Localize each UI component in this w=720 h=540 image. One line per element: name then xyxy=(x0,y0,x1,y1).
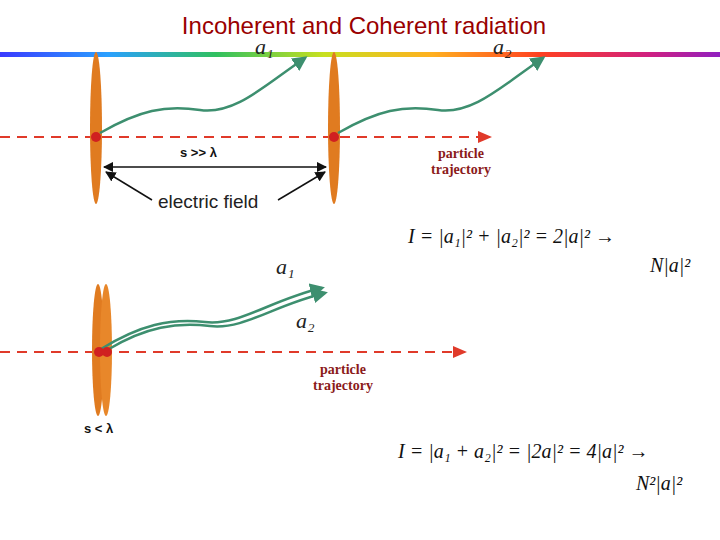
particle-dot xyxy=(91,132,101,142)
particle-dot xyxy=(102,347,112,357)
scaling-result: N|a|² xyxy=(650,254,690,277)
leader-line xyxy=(106,172,152,200)
amplitude-label: a₁ xyxy=(276,254,295,279)
intensity-formula: I = |a₁ + a₂|² = |2a|² = 4|a|² → xyxy=(398,440,649,463)
scaling-result: N²|a|² xyxy=(636,472,682,495)
wave-arrow xyxy=(100,58,305,133)
field-lens xyxy=(328,52,340,204)
leader-line xyxy=(278,172,325,200)
trajectory-arrowhead xyxy=(478,131,492,143)
wave-arrow xyxy=(101,288,322,349)
trajectory-line xyxy=(0,136,480,138)
spacing-label: s < λ xyxy=(84,422,113,437)
wave-arrow xyxy=(109,293,325,349)
amplitude-label: a₂ xyxy=(296,308,315,333)
spacing-label: s >> λ xyxy=(180,146,217,161)
wave-arrow xyxy=(338,58,543,133)
slide-title: Incoherent and Coherent radiation xyxy=(4,12,720,40)
particle-dot xyxy=(329,132,339,142)
rainbow-bar xyxy=(0,52,720,57)
trajectory-label: particle trajectory xyxy=(300,362,386,394)
amplitude-label: a₂ xyxy=(493,34,512,59)
field-label: electric field xyxy=(158,191,258,213)
trajectory-line xyxy=(0,351,455,353)
amplitude-label: a₁ xyxy=(255,34,274,59)
trajectory-arrowhead xyxy=(453,346,467,358)
trajectory-label: particle trajectory xyxy=(418,146,504,178)
field-lens xyxy=(90,52,102,204)
intensity-formula: I = |a₁|² + |a₂|² = 2|a|² → xyxy=(408,225,615,248)
spacing-arrow xyxy=(104,166,326,168)
